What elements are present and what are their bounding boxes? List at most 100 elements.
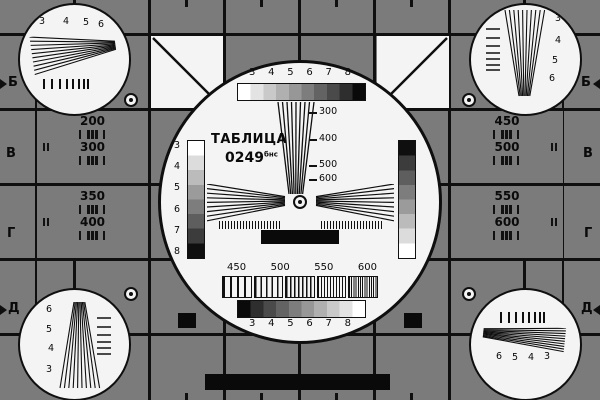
scale-label: 4 xyxy=(173,161,181,173)
wedge-label: 6 xyxy=(98,19,105,30)
freq-label: 350 xyxy=(79,189,106,203)
freq-label: 600 xyxy=(494,215,520,229)
scale-label: 7 xyxy=(325,67,332,78)
wedge-label: 4 xyxy=(63,16,70,27)
black-square-left xyxy=(178,313,196,328)
center-circle: 3 4 5 6 7 8 300 400 500 600 ТАБЛИЦА xyxy=(158,60,442,344)
corner-dash-column xyxy=(97,317,111,355)
grid-tick xyxy=(335,393,338,400)
tick-group xyxy=(78,156,107,165)
edge-arrow-icon xyxy=(593,305,600,315)
wedge-label: 6 xyxy=(549,73,556,84)
scale-label: 3 xyxy=(249,318,256,329)
wedge-label: 4 xyxy=(555,35,562,46)
freq-label: 550 xyxy=(314,262,334,273)
scale-label: 8 xyxy=(344,67,351,78)
card-title: ТАБЛИЦА xyxy=(211,132,288,147)
grayscale-strip-right xyxy=(398,140,416,259)
left-edge-line xyxy=(35,33,37,336)
grating-right xyxy=(321,221,383,229)
tick-group xyxy=(78,231,107,240)
wedge-label: 400 xyxy=(319,133,338,144)
edge-arrow-icon xyxy=(0,305,7,315)
registration-target-icon xyxy=(293,195,307,209)
row-letter-left: В xyxy=(6,146,16,161)
grating-block xyxy=(253,276,284,298)
registration-target-icon xyxy=(124,93,138,107)
tick-group xyxy=(78,205,107,214)
bottom-black-bar xyxy=(205,374,390,390)
corner-dash-column xyxy=(486,28,500,71)
scale-label: 8 xyxy=(344,318,351,329)
frequency-grating-strip xyxy=(222,276,378,298)
freq-label: 550 xyxy=(494,189,520,203)
code-number: 0249 xyxy=(225,150,264,166)
grid-tick xyxy=(260,0,263,7)
row-letter-right: В xyxy=(583,146,593,161)
grayscale-strip-left xyxy=(187,140,205,259)
tick-pair xyxy=(551,143,557,151)
scale-label: 6 xyxy=(306,67,313,78)
scale-label: 5 xyxy=(173,182,181,194)
card-code: 0249бнс xyxy=(225,150,278,166)
row-letter-left: Г xyxy=(7,226,16,241)
grating-block xyxy=(316,276,347,298)
corner-wedge-fan xyxy=(504,10,546,97)
left-panel-lower: 350 400 xyxy=(37,186,148,258)
panel-column: 550 600 xyxy=(451,190,563,241)
corner-wedge-fan xyxy=(59,302,101,389)
grayscale-strip-bottom xyxy=(237,300,366,318)
grating-block xyxy=(222,276,252,298)
grating-block xyxy=(348,276,378,298)
wedge-label: 5 xyxy=(552,55,559,66)
corner-circle-bottom-right: 6 5 4 3 xyxy=(469,288,582,400)
wedge-label: 5 xyxy=(512,352,519,363)
edge-arrow-icon xyxy=(0,79,7,89)
corner-tick-row xyxy=(43,79,89,89)
horizontal-wedge-right xyxy=(315,184,394,222)
tick-pair xyxy=(551,218,557,226)
tick-group xyxy=(493,205,521,214)
row-letter-right: Г xyxy=(584,226,593,241)
left-panel-upper: 200 300 xyxy=(37,111,148,183)
freq-label: 300 xyxy=(79,140,106,154)
wedge-label: 6 xyxy=(496,351,503,362)
scale-label: 6 xyxy=(306,318,313,329)
corner-circle-top-left: 3 4 5 6 xyxy=(18,3,131,116)
right-panel-lower: 550 600 xyxy=(451,186,563,258)
top-grayscale-labels: 3 4 5 6 7 8 xyxy=(249,67,351,78)
wedge-label: 5 xyxy=(46,324,53,335)
wedge-label: 3 xyxy=(46,364,53,375)
right-edge-line xyxy=(562,33,564,336)
panel-column: 450 500 xyxy=(451,115,563,166)
bottom-grayscale-labels: 3 4 5 6 7 8 xyxy=(249,318,351,329)
grid-tick xyxy=(410,0,413,7)
registration-target-icon xyxy=(124,287,138,301)
row-letter-left: Д xyxy=(8,301,20,316)
left-grayscale-labels: 3 4 5 6 7 8 xyxy=(171,140,183,257)
scale-label: 8 xyxy=(173,245,181,257)
tick-group xyxy=(493,156,521,165)
wedge-tick xyxy=(309,139,317,141)
scale-label: 5 xyxy=(287,318,294,329)
code-suffix: бнс xyxy=(263,150,278,159)
grid-tick xyxy=(410,393,413,400)
wedge-label: 300 xyxy=(319,106,338,117)
scale-label: 4 xyxy=(268,318,275,329)
freq-label: 200 xyxy=(79,114,106,128)
grid-tick xyxy=(185,393,188,400)
wedge-label: 3 xyxy=(555,13,562,24)
panel-column: 350 400 xyxy=(37,190,148,241)
tick-group xyxy=(493,130,521,139)
panel-column: 200 300 xyxy=(37,115,148,166)
wedge-label: 3 xyxy=(39,16,46,27)
grid-tick xyxy=(335,0,338,7)
tick-group xyxy=(493,231,521,240)
freq-label: 450 xyxy=(494,114,520,128)
corner-circle-top-right: 3 4 5 6 xyxy=(469,3,582,116)
row-letter-right: Д xyxy=(581,301,593,316)
black-square-right xyxy=(404,313,422,328)
wedge-label: 3 xyxy=(544,351,551,362)
freq-label: 600 xyxy=(357,262,377,273)
